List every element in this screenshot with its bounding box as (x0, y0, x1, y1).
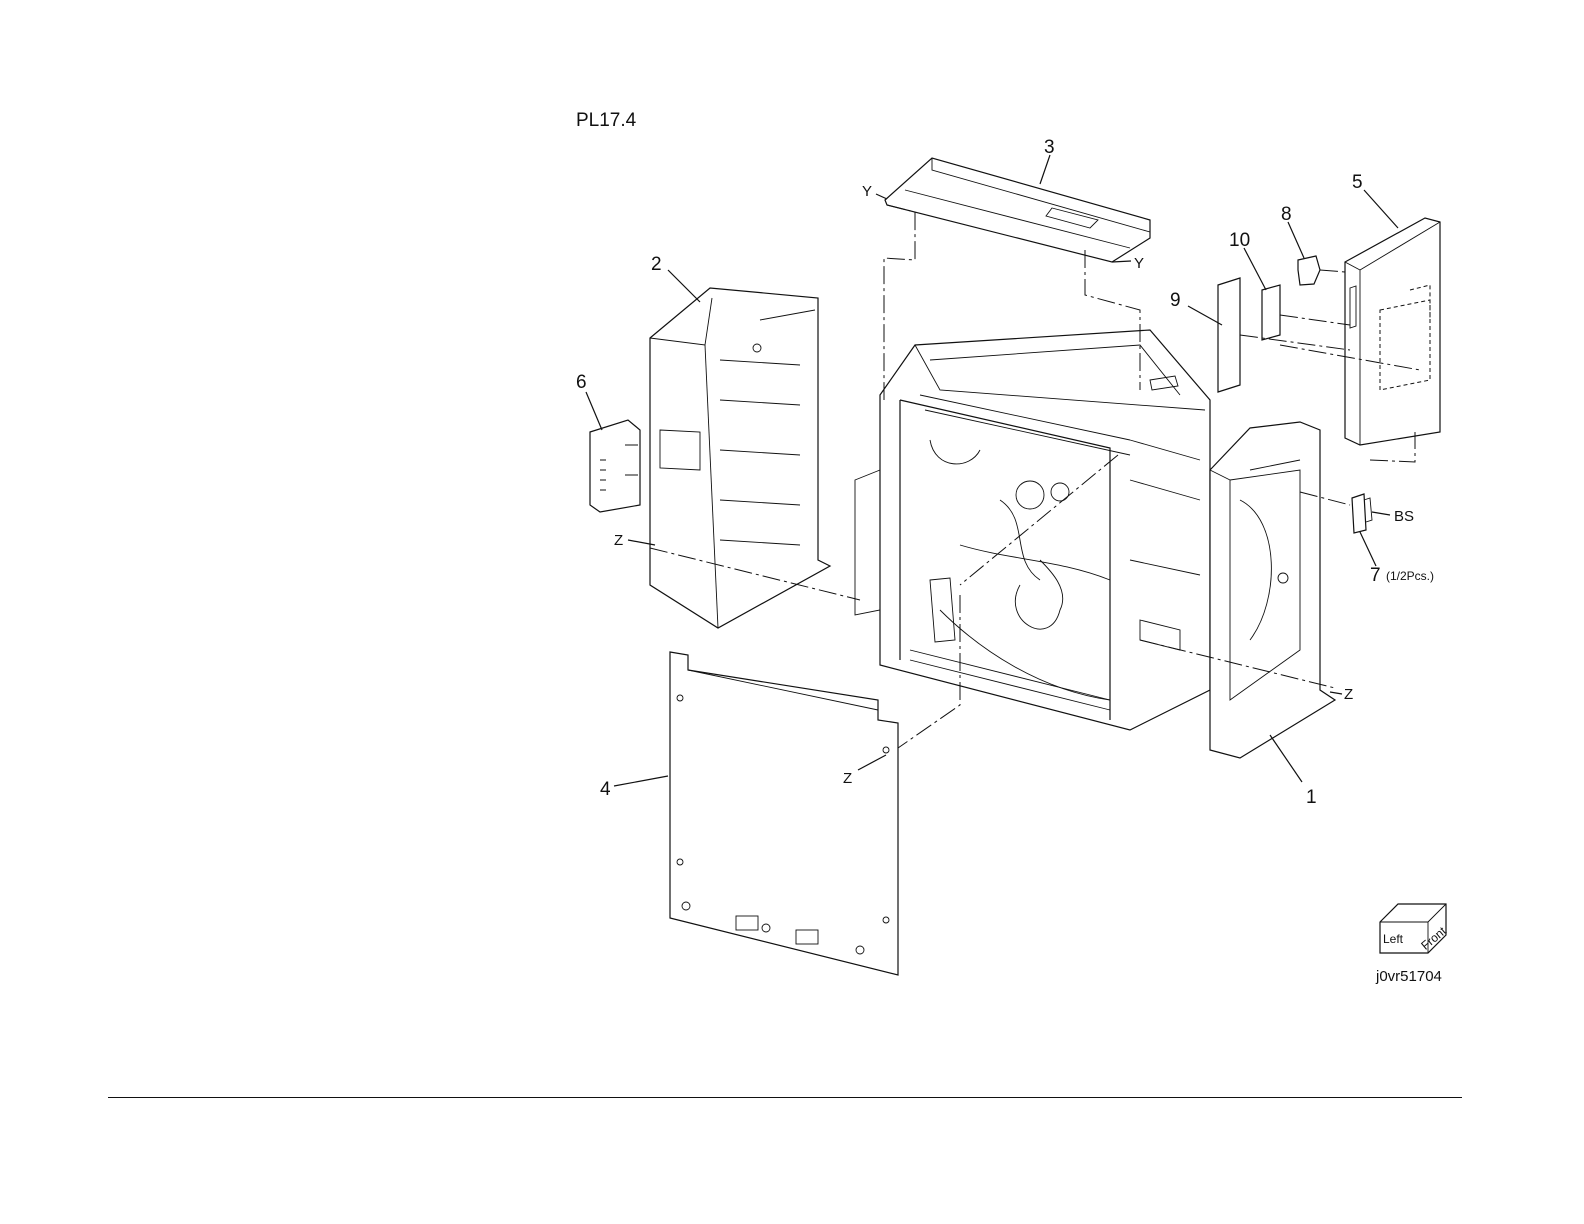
callout-9: 9 (1170, 290, 1181, 311)
callout-2: 2 (651, 254, 662, 275)
marker-z-right: Z (1344, 686, 1353, 703)
part-9-label (1218, 278, 1240, 392)
callout-3: 3 (1044, 137, 1055, 158)
part-5-control-panel (1345, 218, 1440, 445)
part-2-rear-cover (650, 288, 830, 628)
marker-bs: BS (1394, 508, 1414, 525)
main-frame-assembly (855, 330, 1210, 730)
marker-y-right: Y (1134, 255, 1144, 272)
callout-7-quantity: (1/2Pcs.) (1386, 569, 1434, 583)
part-8-clip (1298, 256, 1320, 285)
part-4-side-panel (670, 652, 898, 975)
part-6-bracket (590, 420, 640, 512)
marker-z-bottom: Z (843, 770, 852, 787)
part-7-hinge (1352, 494, 1372, 533)
orientation-cube: Left Front (1380, 904, 1449, 953)
callout-7: 7 (1370, 565, 1381, 586)
cube-left-face: Left (1383, 932, 1404, 946)
callout-6: 6 (576, 372, 587, 393)
figure-code: j0vr51704 (1376, 968, 1442, 985)
part-3-top-cover (885, 158, 1150, 262)
callout-8: 8 (1281, 204, 1292, 225)
callout-10: 10 (1229, 230, 1250, 251)
footer-rule (108, 1097, 1462, 1098)
callout-4: 4 (600, 779, 611, 800)
part-1-front-cover (1210, 422, 1335, 758)
marker-y-left: Y (862, 183, 872, 200)
callout-1: 1 (1306, 787, 1317, 808)
marker-z-left: Z (614, 532, 623, 549)
part-10-label (1262, 285, 1280, 340)
callout-5: 5 (1352, 172, 1363, 193)
